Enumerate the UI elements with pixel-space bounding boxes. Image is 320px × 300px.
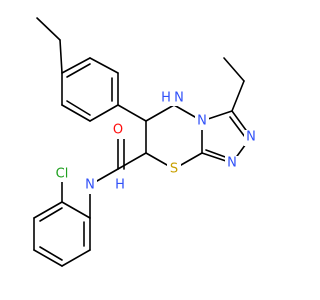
ring-hydrogen-label: H (161, 91, 171, 106)
bond (66, 100, 91, 116)
bond (59, 39, 63, 74)
bond (36, 17, 61, 41)
bond (61, 104, 91, 122)
bond (229, 116, 246, 138)
bond (205, 149, 229, 159)
bond (33, 201, 63, 219)
ring-nitrogen-label: N (174, 91, 184, 106)
molecule-structure: Cl O N H N H N N N S (33, 17, 258, 267)
bond (89, 104, 119, 122)
bond (117, 104, 147, 122)
chlorine-atom-label: Cl (56, 167, 69, 182)
amide-hydrogen-label: H (115, 178, 125, 193)
bond (61, 249, 91, 267)
atom-labels: Cl O N H N H N N N S (50, 90, 258, 194)
bond (61, 201, 91, 219)
bond (223, 57, 245, 82)
amide-nitrogen-label: N (85, 178, 95, 193)
molecule-canvas: Cl O N H N H N N N S (33, 17, 258, 267)
bond (33, 249, 63, 267)
bond (39, 246, 63, 261)
triazole-nitrogen-label: N (227, 156, 237, 171)
bond (61, 57, 91, 74)
carbonyl-oxygen-label: O (113, 123, 123, 138)
triazole-nitrogen-label: N (246, 130, 256, 145)
sulfur-atom-label: S (170, 162, 178, 177)
bond (231, 80, 245, 112)
bond (39, 207, 63, 222)
bond (66, 63, 91, 78)
bond (117, 152, 147, 170)
bond (145, 104, 175, 122)
fused-nitrogen-label: N (197, 114, 207, 129)
bonds (33, 17, 252, 267)
bond (89, 57, 119, 74)
